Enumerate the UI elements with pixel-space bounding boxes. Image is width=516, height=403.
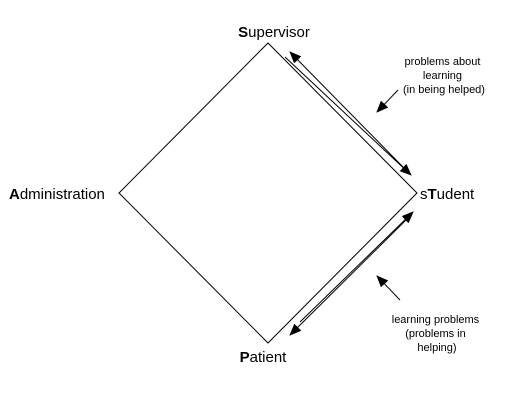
node-administration-initial: A [9,186,20,203]
node-patient-rest: atient [250,349,288,366]
node-student-initial: T [428,186,437,203]
annotation-bottom-line-2: (problems in [405,328,466,340]
node-administration-rest: dministration [20,186,105,203]
node-student-rest: udent [437,186,475,203]
node-supervisor-initial: S [238,24,248,41]
annotation-bottom: learning problems (problems in helping) [392,314,483,354]
arrow-to-patient [289,218,408,336]
arrow-to-student-top [284,56,412,176]
pointer-arrow-top [376,89,399,113]
arrow-to-student-bottom [299,211,414,323]
annotation-bottom-line-3: helping) [417,342,456,354]
node-student-pre: s [420,186,428,203]
annotation-top: problems about learning (in being helped… [403,56,485,96]
node-student: sTudent [420,186,475,203]
annotation-bottom-line-1: learning problems [392,314,480,326]
annotation-top-line-2: learning [423,70,462,82]
annotation-top-line-1: problems about [405,56,481,68]
node-administration: Administration [9,186,105,203]
node-supervisor-rest: upervisor [248,24,310,41]
diamond-frame [118,42,418,344]
node-patient: Patient [240,349,288,366]
annotation-top-line-3: (in being helped) [403,84,485,96]
pointer-arrow-bottom [376,275,401,301]
node-patient-initial: P [240,349,250,366]
node-supervisor: Supervisor [238,24,310,41]
arrow-to-supervisor [289,51,404,168]
